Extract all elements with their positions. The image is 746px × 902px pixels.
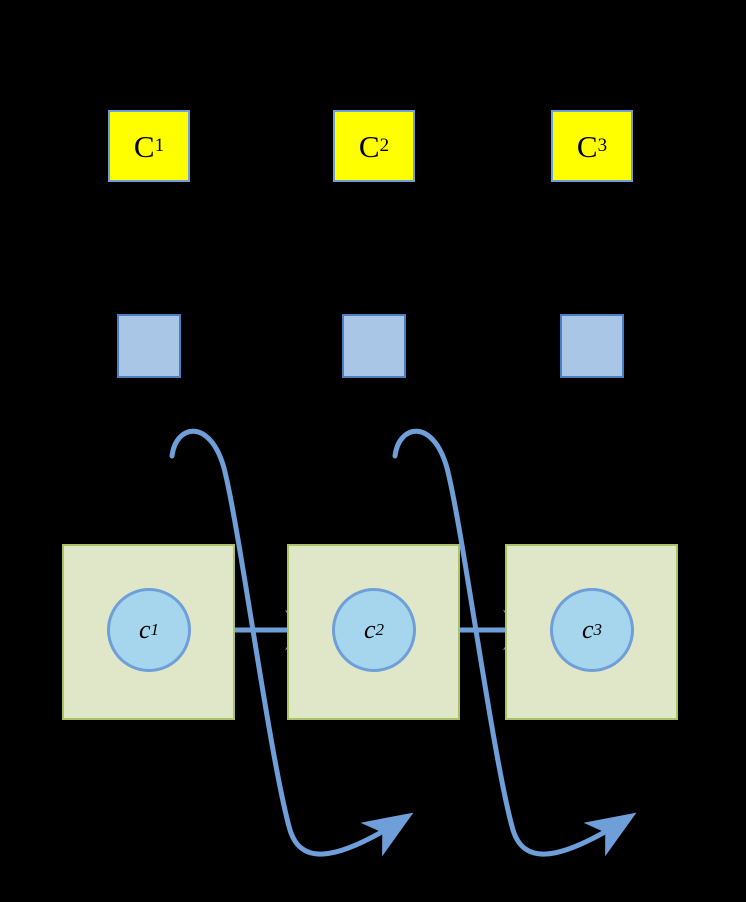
blue-square-2[interactable] bbox=[342, 314, 406, 378]
state-node-3-label: c bbox=[581, 615, 594, 644]
context-box-2-label: C bbox=[358, 128, 380, 164]
blue-square-3[interactable] bbox=[560, 314, 624, 378]
state-node-2-label: c bbox=[363, 615, 376, 644]
state-node-1-label: c bbox=[138, 615, 151, 644]
recurrent-curves bbox=[169, 428, 637, 857]
blue-square-1[interactable] bbox=[117, 314, 181, 378]
context-box-1-label: C bbox=[133, 128, 155, 164]
context-box-3-label: C bbox=[576, 128, 598, 164]
